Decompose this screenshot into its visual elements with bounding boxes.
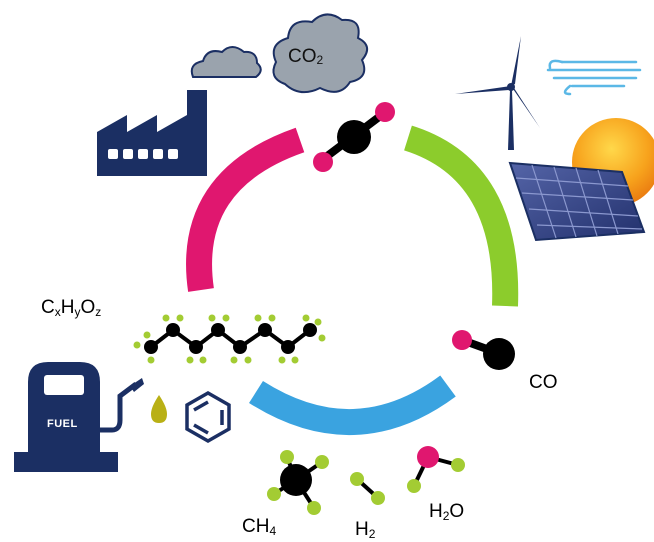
blue-cycle-arc [249,375,456,436]
h2-molecule [350,472,385,505]
h2o-molecule [407,446,465,493]
fuel-pump-label: FUEL [47,418,78,430]
co-molecule [452,330,515,370]
ch4-label: CH4 [242,516,277,538]
wind-icon [546,59,642,96]
pink-cycle-arc [186,127,305,292]
co2-cloud-icon [272,13,369,94]
factory-icon [97,90,207,176]
solar-panel-icon [508,161,646,242]
h2-label: H2 [355,519,376,541]
h2o-label: H2O [429,501,465,523]
co-label: CO [529,372,558,393]
wind-turbine-icon [455,36,540,150]
co2-molecule [313,102,395,172]
cloud-icon [190,46,262,78]
hydrocarbon-chain [133,314,326,364]
co2-cloud-label: CO2 [288,46,324,67]
oil-drop-icon [151,395,167,423]
green-cycle-arc [403,125,519,307]
fuel-pump-icon [14,362,144,472]
benzene-ring-icon [185,390,231,444]
ch4-molecule [267,450,329,515]
fuel-formula-label: CxHyOz [41,297,102,319]
